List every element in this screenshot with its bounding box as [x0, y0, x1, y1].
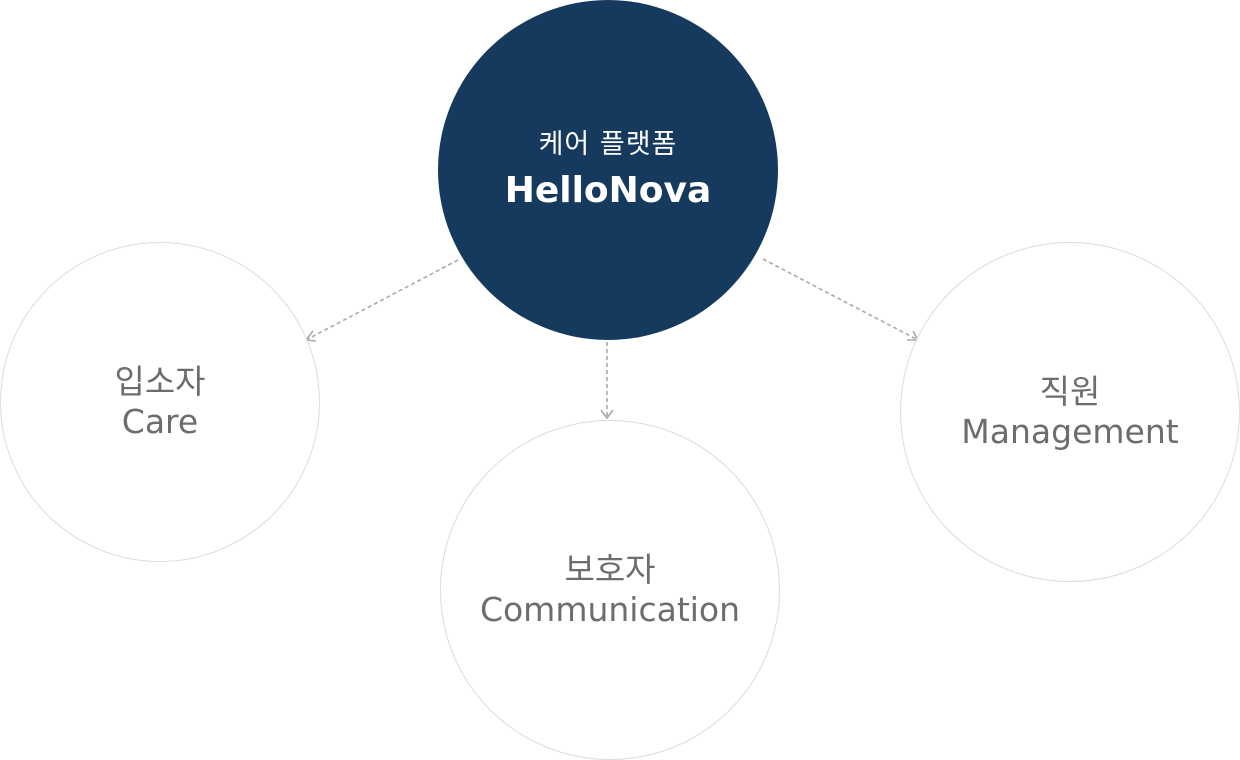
node-care: 입소자 Care: [0, 242, 320, 562]
node-care-korean-label: 입소자: [114, 362, 206, 401]
arrowhead-communication: [600, 409, 614, 420]
node-communication-english-label: Communication: [479, 590, 741, 629]
hub-node-hellonova: 케어 플랫폼 HelloNova: [438, 0, 778, 340]
hub-subtitle: 케어 플랫폼: [538, 129, 678, 160]
hub-title: HelloNova: [504, 170, 712, 211]
node-communication-korean-label: 보호자: [564, 550, 656, 589]
node-communication: 보호자 Communication: [440, 420, 780, 760]
node-management: 직원 Management: [900, 242, 1240, 582]
node-management-english-label: Management: [961, 412, 1179, 451]
node-care-english-label: Care: [121, 402, 199, 441]
connector-to-care: [305, 259, 459, 341]
node-management-korean-label: 직원: [1039, 372, 1101, 411]
connector-to-management: [762, 258, 919, 341]
